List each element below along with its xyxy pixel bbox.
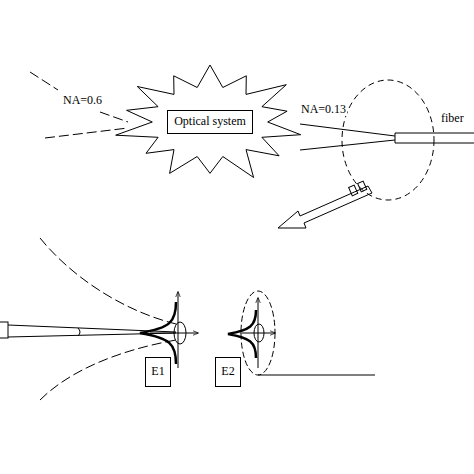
fiber-mode-ellipse bbox=[241, 291, 275, 375]
arrow-mark bbox=[358, 181, 367, 192]
cone-ray bbox=[100, 112, 128, 122]
aperture-label: NA=0.13 bbox=[300, 103, 347, 116]
field-label-box: E1 bbox=[145, 357, 171, 387]
fiber-end bbox=[395, 133, 396, 143]
optical-system-burst: Optical system bbox=[115, 63, 305, 181]
field-name: E2 bbox=[221, 365, 234, 378]
zoom-arrow bbox=[278, 186, 372, 228]
field-profile bbox=[228, 310, 256, 358]
fiber-core bbox=[395, 133, 474, 134]
part-name: fiber bbox=[440, 112, 465, 125]
cone-ray bbox=[300, 124, 395, 136]
field-name: E1 bbox=[151, 365, 164, 378]
fiber-core bbox=[395, 143, 474, 144]
beam-envelope bbox=[40, 340, 176, 400]
cone-ray bbox=[300, 140, 395, 150]
fiber-edge bbox=[258, 375, 375, 376]
cone-ray bbox=[45, 128, 128, 138]
mode-spot bbox=[254, 324, 264, 342]
field-profile bbox=[140, 302, 176, 364]
focal-spot bbox=[174, 322, 186, 344]
source-box bbox=[0, 322, 8, 338]
angle-arc bbox=[78, 328, 80, 336]
aperture-label: NA=0.6 bbox=[62, 94, 103, 107]
beam-envelope bbox=[40, 238, 176, 324]
system-name: Optical system bbox=[167, 110, 253, 133]
zoom-circle bbox=[342, 80, 434, 200]
arrow-mark bbox=[349, 185, 358, 196]
cone-ray bbox=[30, 72, 58, 90]
axis bbox=[240, 333, 275, 334]
axis bbox=[178, 292, 179, 368]
field-label-box: E2 bbox=[215, 357, 241, 387]
